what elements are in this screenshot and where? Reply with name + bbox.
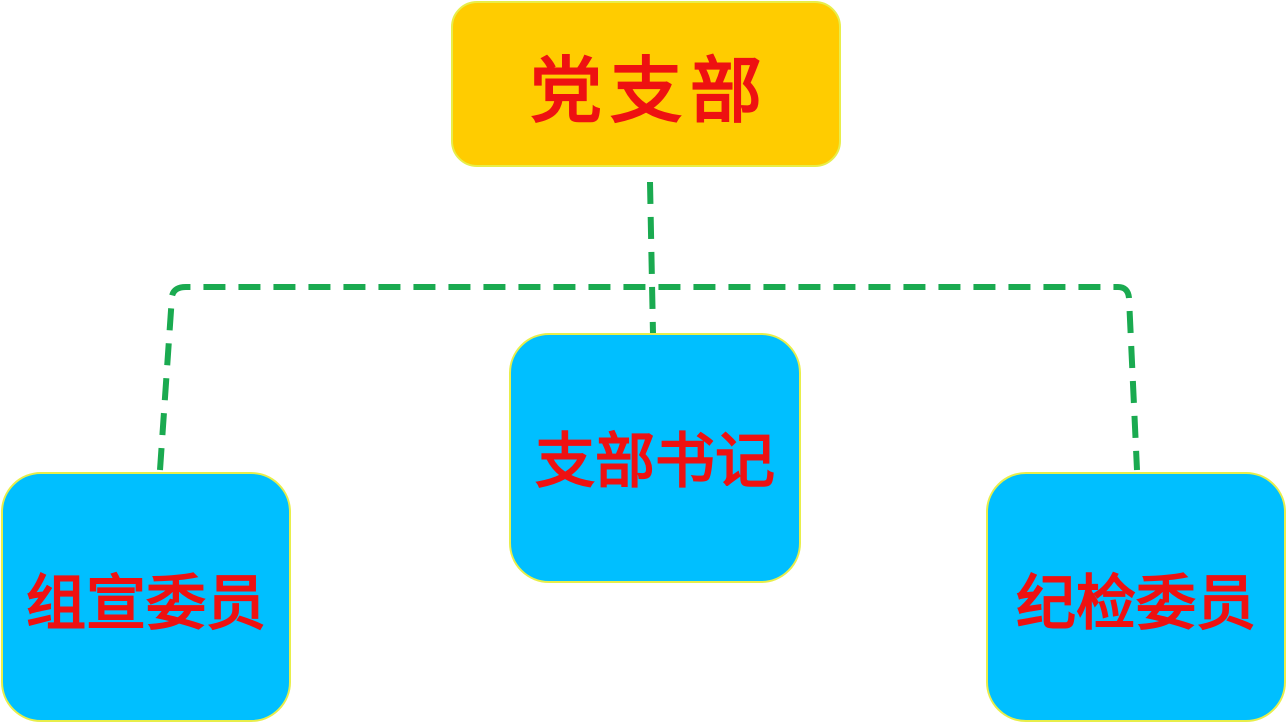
node-label-organization-committee-member: 组宣委员 xyxy=(26,568,266,639)
root-node-label: 党支部 xyxy=(529,47,770,133)
node-label-discipline-committee-member: 纪检委员 xyxy=(1016,568,1256,639)
node-label-branch-secretary: 支部书记 xyxy=(535,426,775,497)
connector-root-to-secretary xyxy=(647,181,656,335)
node-discipline-committee-member: 纪检委员 xyxy=(986,472,1286,722)
node-organization-committee-member: 组宣委员 xyxy=(1,472,291,722)
connector-horizontal-bus xyxy=(157,284,1140,471)
node-branch-secretary: 支部书记 xyxy=(509,333,801,583)
root-node-party-branch: 党支部 xyxy=(451,1,841,167)
